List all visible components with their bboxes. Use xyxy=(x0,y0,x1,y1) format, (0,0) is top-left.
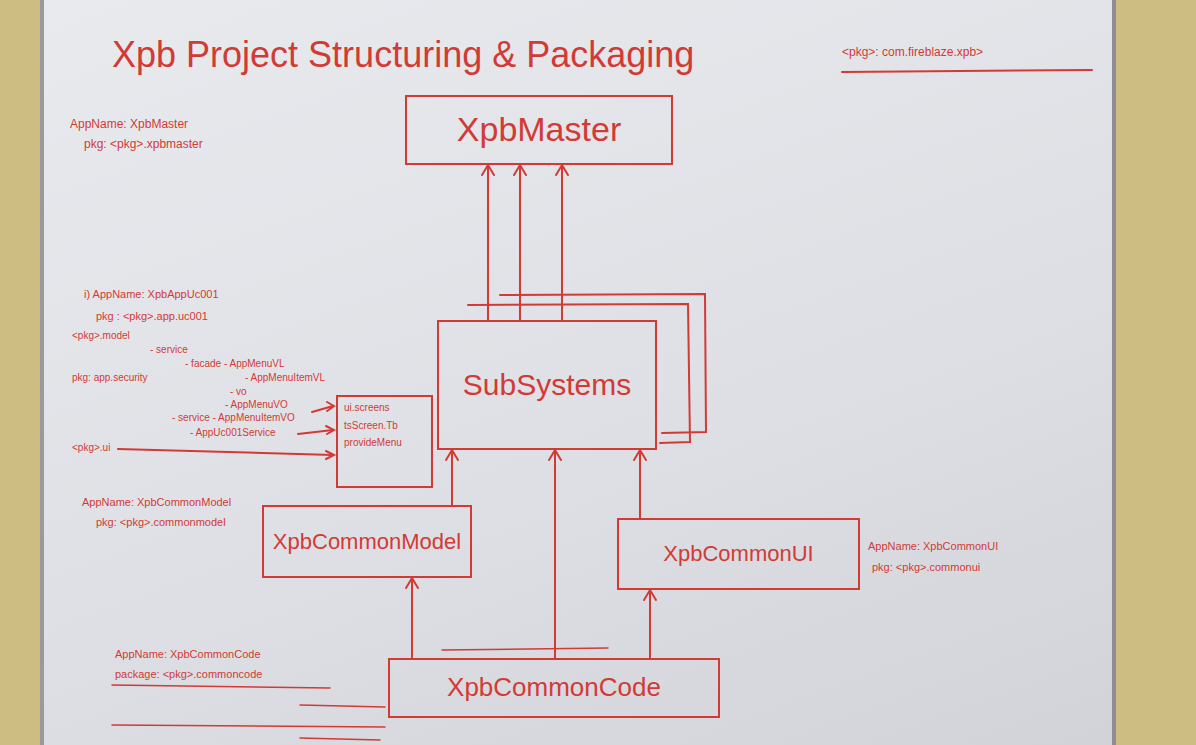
note-box: ui.screens tsScreen.Tb provideMenu xyxy=(336,395,433,488)
dependency-arrow xyxy=(446,450,458,505)
underline xyxy=(842,70,1092,72)
note-label: - vo xyxy=(230,386,247,397)
stack-page xyxy=(500,294,706,433)
note-label: AppName: XpbCommonCode xyxy=(115,648,261,660)
subsystem-box: SubSystems xyxy=(437,320,657,450)
common-ui-box: XpbCommonUI xyxy=(617,518,860,590)
node-text: XpbCommonCode xyxy=(447,673,661,703)
connector-line xyxy=(556,165,568,320)
node-text: XpbCommonUI xyxy=(663,541,813,566)
scribble xyxy=(442,648,608,650)
note-label: - AppMenuVO xyxy=(225,399,288,410)
scribble xyxy=(112,685,330,688)
dependency-arrow xyxy=(549,450,561,658)
node-text: tsScreen.Tb xyxy=(344,420,398,432)
note-label: <pkg>.model xyxy=(72,330,130,341)
dependency-arrow xyxy=(406,578,418,658)
common-code-box: XpbCommonCode xyxy=(388,658,720,718)
dependency-arrow xyxy=(514,165,526,320)
node-text: ui.screens xyxy=(344,402,390,414)
node-text: SubSystems xyxy=(463,368,631,403)
connector-line xyxy=(482,165,494,320)
note-label: pkg: <pkg>.commonui xyxy=(872,561,980,573)
scribble xyxy=(300,738,380,740)
leader-arrow xyxy=(327,402,334,411)
node-text: XpbCommonModel xyxy=(273,529,461,554)
note-label: i) AppName: XpbAppUc001 xyxy=(84,288,219,300)
connector-line xyxy=(644,590,656,658)
note-label: <pkg>.ui xyxy=(72,442,110,453)
leader-arrow xyxy=(326,426,334,434)
leader-arrow xyxy=(326,451,334,459)
note-label: AppName: XpbMaster xyxy=(70,118,188,131)
dependency-arrow xyxy=(482,165,494,320)
note-label: AppName: XpbCommonUI xyxy=(868,540,998,552)
note-label: - facade - AppMenuVL xyxy=(185,358,285,369)
dependency-arrow xyxy=(634,450,646,518)
connector-line xyxy=(446,450,458,505)
common-model-box: XpbCommonModel xyxy=(262,505,472,578)
note-label: <pkg>: com.fireblaze.xpb> xyxy=(842,46,983,59)
connector-line xyxy=(634,450,646,518)
connector-line xyxy=(514,165,526,320)
connector-line xyxy=(549,450,561,658)
diagram-title: Xpb Project Structuring & Packaging xyxy=(112,34,694,76)
note-label: - service - AppMenuItemVO xyxy=(172,412,295,423)
scribble xyxy=(112,725,385,727)
note-label: pkg: app.security xyxy=(72,372,148,383)
node-text: provideMenu xyxy=(344,437,402,449)
note-label: pkg: <pkg>.xpbmaster xyxy=(84,138,203,151)
note-label: AppName: XpbCommonModel xyxy=(82,496,231,508)
note-label: pkg: <pkg>.commonmodel xyxy=(96,516,226,528)
note-label: package: <pkg>.commoncode xyxy=(115,668,262,680)
note-label: - AppMenuItemVL xyxy=(245,372,325,383)
connector-line xyxy=(406,578,418,658)
master-box: XpbMaster xyxy=(405,95,673,165)
note-label: - AppUc001Service xyxy=(190,427,276,438)
scribble xyxy=(300,705,385,707)
dependency-arrow xyxy=(556,165,568,320)
leader-line xyxy=(118,449,333,455)
note-label: - service xyxy=(150,344,188,355)
node-text: XpbMaster xyxy=(457,110,621,149)
note-label: pkg : <pkg>.app.uc001 xyxy=(96,310,208,322)
dependency-arrow xyxy=(644,590,656,658)
